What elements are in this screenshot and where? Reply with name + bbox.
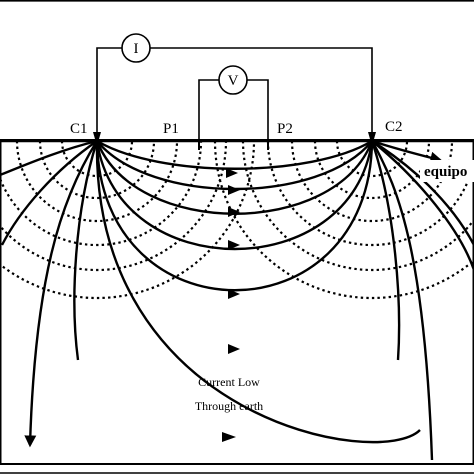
voltmeter-label: V [228,73,239,89]
arrow-icon [228,344,240,354]
potential-wire-left [198,79,219,141]
flow-line [0,140,98,246]
equipotential-line [0,140,228,272]
current-wire-left [96,47,122,141]
outer-flow-lines-c2 [370,139,474,461]
equipotential-line [213,140,474,300]
current-caption-line2: Through earth [195,399,263,413]
flow-line [370,140,401,361]
equipotential-label: equipo [424,164,467,180]
equipotential-line [0,140,203,247]
arrow-icon [228,289,240,299]
electrode-c1-label: C1 [70,121,88,137]
flow-line [0,139,98,177]
electrode-p1-label: P1 [163,121,179,137]
arrow-icon [226,168,238,178]
flow-line [95,140,374,215]
arrow-icon [222,432,236,442]
flow-line [95,140,421,444]
equipotential-line [0,140,256,300]
flow-line [96,139,373,170]
equipotential-line [241,140,474,272]
ammeter-icon [121,33,151,63]
flow-line [371,140,474,271]
flow-line [95,140,374,250]
electrode-p2-label: P2 [277,121,293,137]
voltmeter-icon [218,65,248,95]
potential-wire-right [247,79,269,141]
electrode-c2-label: C2 [385,119,403,135]
flow-line [95,140,374,292]
equipotential-lines-c1 [0,140,256,300]
arrow-icon [228,185,240,195]
arrow-icon [228,240,240,250]
current-wire-right [150,47,373,141]
flow-line [73,140,99,361]
flow-line [371,139,443,164]
current-caption-line1: Current Low [198,375,260,389]
flow-line [370,140,434,461]
electrode-c1-icon [93,132,101,146]
outer-flow-lines-c1 [0,139,99,448]
arrow-icon [228,207,240,217]
equipotential-label-bg [420,160,474,182]
equipotential-line [38,140,156,200]
electrode-c2-icon [368,132,376,146]
current-flow-lines [95,139,421,444]
equipotential-line [266,140,474,247]
flow-line [96,140,373,191]
flow-arrows [222,168,240,442]
flow-line [371,139,474,246]
flow-line [24,140,99,448]
ammeter-label: I [134,41,139,57]
equipotential-line [15,140,179,223]
